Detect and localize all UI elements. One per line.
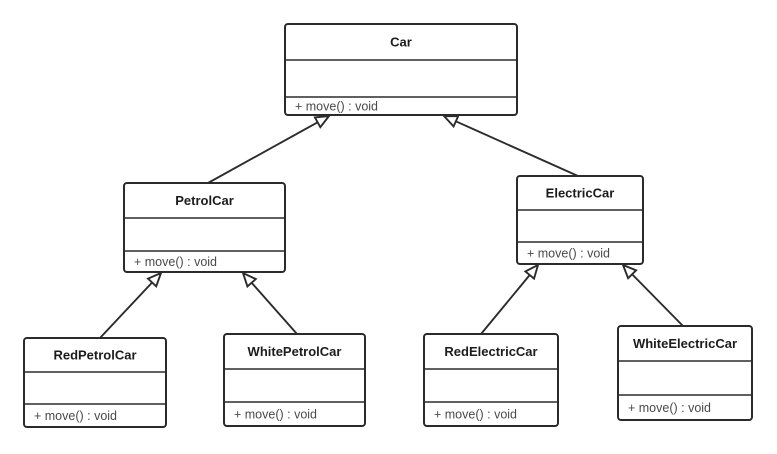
generalization-arrowhead: [313, 114, 332, 129]
generalization-whitepetrolcar-to-petrolcar[interactable]: [239, 269, 298, 335]
class-box-outline: [284, 23, 518, 116]
class-box-outline: [423, 333, 559, 427]
generalization-line: [99, 281, 153, 339]
generalization-whiteelectriccar-to-electriccar[interactable]: [619, 261, 684, 327]
class-method: + move() : void: [234, 407, 317, 421]
class-name: ElectricCar: [546, 185, 615, 200]
class-box-redelectriccar[interactable]: RedElectricCar + move() : void: [423, 333, 559, 427]
class-box-whitepetrolcar[interactable]: WhitePetrolCar + move() : void: [223, 333, 366, 427]
class-method: + move() : void: [34, 409, 117, 423]
class-box-outline: [617, 325, 753, 421]
class-box-petrolcar[interactable]: PetrolCar + move() : void: [123, 182, 286, 273]
generalization-petrolcar-to-car[interactable]: [207, 111, 332, 184]
generalization-redelectriccar-to-electriccar[interactable]: [480, 261, 542, 335]
class-box-redpetrolcar[interactable]: RedPetrolCar + move() : void: [23, 337, 167, 428]
generalization-line: [480, 274, 531, 335]
relationship-layer: [99, 111, 684, 339]
class-method: + move() : void: [527, 246, 610, 260]
generalization-line: [250, 282, 298, 335]
class-name: RedPetrolCar: [53, 347, 136, 362]
generalization-line: [455, 120, 579, 177]
generalization-electriccar-to-car[interactable]: [441, 111, 579, 177]
class-box-outline: [123, 182, 286, 273]
class-method: + move() : void: [628, 401, 711, 415]
generalization-arrowhead: [441, 115, 460, 129]
class-box-outline: [223, 333, 366, 427]
generalization-arrowhead: [241, 271, 258, 289]
generalization-line: [631, 273, 684, 327]
class-name: RedElectricCar: [444, 344, 537, 359]
class-method: + move() : void: [434, 407, 517, 421]
generalization-arrowhead: [621, 263, 638, 280]
class-box-electriccar[interactable]: ElectricCar + move() : void: [516, 175, 644, 265]
generalization-arrowhead: [523, 263, 540, 281]
class-method: + move() : void: [295, 99, 378, 113]
generalization-line: [207, 121, 319, 184]
class-box-whiteelectriccar[interactable]: WhiteElectricCar + move() : void: [617, 325, 753, 421]
class-box-car[interactable]: Car + move() : void: [284, 23, 518, 116]
class-name: PetrolCar: [175, 193, 234, 208]
generalization-redpetrolcar-to-petrolcar[interactable]: [99, 269, 165, 339]
class-method: + move() : void: [134, 255, 217, 269]
class-name: WhitePetrolCar: [248, 344, 342, 359]
class-name: WhiteElectricCar: [633, 336, 737, 351]
generalization-arrowhead: [146, 271, 163, 288]
class-name: Car: [390, 34, 412, 49]
